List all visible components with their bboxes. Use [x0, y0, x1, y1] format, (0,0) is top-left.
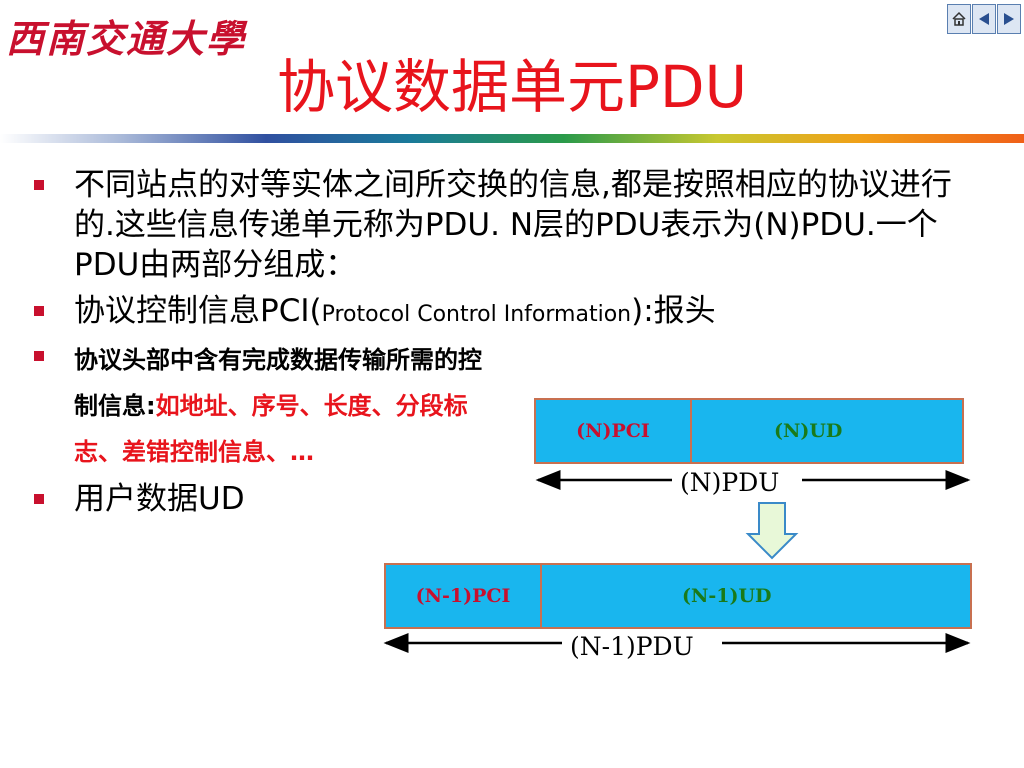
bullet-user-data: 用户数据UD	[34, 479, 974, 519]
n-minus-1-ud-label: (N-1)UD	[682, 585, 772, 607]
n-ud-label: (N)UD	[774, 420, 843, 442]
n-pdu-box: (N)PCI (N)UD	[534, 398, 964, 464]
n-pci-cell: (N)PCI	[536, 400, 692, 462]
bullet-text-end: ):报头	[631, 293, 716, 329]
triangle-left-icon	[979, 13, 989, 25]
bullet-square-icon	[34, 351, 44, 361]
home-button[interactable]	[947, 4, 971, 34]
bullet-pdu-definition: 不同站点的对等实体之间所交换的信息,都是按照相应的协议进行的.这些信息传递单元称…	[34, 165, 974, 285]
slide-title: 协议数据单元PDU	[276, 53, 748, 121]
bullet-square-icon	[34, 306, 44, 316]
previous-slide-button[interactable]	[972, 4, 996, 34]
bullet-square-icon	[34, 494, 44, 504]
n-minus-1-pci-cell: (N-1)PCI	[386, 565, 542, 627]
title-divider	[0, 134, 1024, 143]
n-pdu-label: (N)PDU	[680, 468, 780, 497]
down-arrow-icon	[745, 502, 799, 560]
triangle-right-icon	[1004, 13, 1014, 25]
n-ud-cell: (N)UD	[692, 400, 962, 462]
n-minus-1-pdu-box: (N-1)PCI (N-1)UD	[384, 563, 972, 629]
bullet-text-main: 协议控制信息PCI(	[74, 293, 322, 329]
bullet-pci: 协议控制信息PCI(Protocol Control Information):…	[34, 291, 974, 335]
bullet-text-highlight: 如地址、序号、长度、分段标志、差错控制信息、…	[74, 392, 468, 466]
n-minus-1-pci-label: (N-1)PCI	[415, 585, 511, 607]
university-logo: 西南交通大學	[6, 16, 247, 61]
home-icon	[952, 11, 966, 26]
bullet-text-english: Protocol Control Information	[321, 302, 632, 327]
bullet-text: 用户数据UD	[74, 481, 245, 517]
next-slide-button[interactable]	[997, 4, 1021, 34]
slide-navigation	[946, 4, 1021, 34]
n-minus-1-ud-cell: (N-1)UD	[542, 565, 970, 627]
bullet-text: 不同站点的对等实体之间所交换的信息,都是按照相应的协议进行的.这些信息传递单元称…	[74, 167, 952, 283]
bullet-square-icon	[34, 180, 44, 190]
n-pci-label: (N)PCI	[576, 420, 650, 442]
bullet-text: 协议头部中含有完成数据传输所需的控制信息:	[74, 346, 482, 420]
n-minus-1-pdu-label: (N-1)PDU	[570, 632, 694, 661]
bullet-header-contents: 协议头部中含有完成数据传输所需的控制信息:如地址、序号、长度、分段标志、差错控制…	[34, 337, 494, 475]
bullet-list: 不同站点的对等实体之间所交换的信息,都是按照相应的协议进行的.这些信息传递单元称…	[34, 165, 974, 519]
